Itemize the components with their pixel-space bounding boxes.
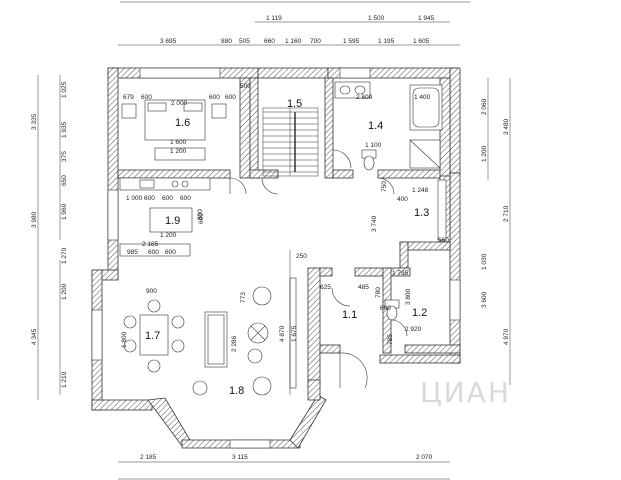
dimension-label: 3 115 <box>232 454 248 461</box>
dimension-label: 1 605 <box>413 38 430 45</box>
dimension-label: 600 <box>198 213 205 224</box>
dimension-label: 600 <box>141 94 152 101</box>
dimension-label: 2 185 <box>140 454 157 461</box>
dimension-label: 1 030 <box>481 253 488 270</box>
dimension-label: 3 335 <box>31 113 38 130</box>
dimension-label: 2 185 <box>142 241 159 248</box>
dimension-label: 375 <box>61 151 68 162</box>
dimension-label: 750 <box>381 181 388 192</box>
dimension-label: 660 <box>264 38 275 45</box>
room-label: 1.6 <box>175 117 190 129</box>
dimension-label: 880 <box>221 38 232 45</box>
dimension-label: 1 200 <box>170 148 187 155</box>
dimension-label: 600 <box>162 195 173 202</box>
furniture <box>119 81 447 396</box>
dimension-label: 780 <box>375 287 382 298</box>
dimension-label: 485 <box>358 284 369 291</box>
room-label: 1.7 <box>145 330 160 342</box>
dimension-label: 785 <box>387 334 394 345</box>
dimension-label: 3 800 <box>405 288 412 305</box>
dimension-label: 900 <box>146 288 157 295</box>
dimension-label: 1 200 <box>61 283 68 300</box>
dimension-label: 1 119 <box>266 15 282 22</box>
dimension-labels-right: 2 060 3 480 1 200 2 710 1 030 3 600 4 97… <box>481 98 510 345</box>
dimension-labels-left: 1 025 3 335 1 935 375 650 1 960 3 980 1 … <box>31 81 68 388</box>
dimension-label: 560 <box>438 237 449 244</box>
dimension-label: 700 <box>310 38 321 45</box>
dimension-label: 1 160 <box>285 38 302 45</box>
room-label: 1.1 <box>342 309 357 321</box>
windows <box>91 67 461 449</box>
dimension-lines <box>37 1 511 480</box>
room-label: 1.3 <box>414 207 429 219</box>
room-label: 1.4 <box>368 120 383 132</box>
dimension-label: 625 <box>320 284 331 291</box>
dimension-label: 600 <box>165 249 176 256</box>
dimension-label: 3 600 <box>481 291 488 308</box>
dimension-label: 600 <box>225 94 236 101</box>
dimension-label: 1 795 <box>392 270 409 277</box>
dimension-label: 4 970 <box>503 328 510 345</box>
dimension-label: 3 480 <box>503 118 510 135</box>
dimension-label: 600 <box>144 195 155 202</box>
dining-table <box>139 314 169 356</box>
walls <box>91 67 461 449</box>
dimension-label: 2 000 <box>171 100 188 107</box>
dimension-label: 600 <box>209 94 220 101</box>
room-labels: 1.6 1.5 1.4 1.3 1.9 1.7 1.8 1.1 1.2 <box>145 98 429 397</box>
doors <box>229 149 408 389</box>
dimension-labels-inner: 679 600 2 000 600 600 500 2 800 1 400 1 … <box>121 83 449 352</box>
dimension-label: 600 <box>380 305 391 312</box>
dimension-label: 3 980 <box>31 211 38 228</box>
dimension-label: 1 195 <box>378 38 395 45</box>
dimension-label: 1 000 <box>126 195 143 202</box>
dimension-label: 650 <box>61 175 68 186</box>
dimension-label: 600 <box>180 195 191 202</box>
dimension-label: 500 <box>240 83 251 90</box>
dimension-label: 1 935 <box>61 121 68 138</box>
dimension-label: 3 695 <box>160 38 177 45</box>
dimension-labels-bottom: 2 185 3 115 2 070 <box>140 454 433 461</box>
dimension-label: 985 <box>127 249 138 256</box>
dimension-label: 250 <box>296 253 307 260</box>
dimension-label: 1 200 <box>160 232 177 239</box>
dimension-label: 2 710 <box>503 205 510 222</box>
dimension-label: 2 060 <box>481 98 488 115</box>
dimension-label: 1 200 <box>481 145 488 162</box>
dimension-labels-top: 1 119 1 500 1 945 3 695 880 505 660 1 16… <box>160 15 435 45</box>
dimension-label: 2 286 <box>231 335 238 352</box>
dimension-label: 679 <box>123 94 134 101</box>
room-label: 1.8 <box>229 385 244 397</box>
dimension-label: 1 500 <box>368 15 385 22</box>
watermark-logo: ЦИАН <box>420 376 511 409</box>
dimension-label: 3 740 <box>371 215 378 232</box>
dimension-label: 2 070 <box>416 454 433 461</box>
dimension-label: 1 270 <box>61 247 68 264</box>
room-label: 1.9 <box>165 215 180 227</box>
dimension-label: 1 945 <box>418 15 435 22</box>
room-label: 1.2 <box>412 307 427 319</box>
dimension-label: 1 025 <box>61 81 68 98</box>
dimension-label: 800 <box>197 209 204 220</box>
dimension-label: 505 <box>239 38 250 45</box>
dimension-label: 1 960 <box>61 203 68 220</box>
dimension-label: 4 345 <box>31 328 38 345</box>
dimension-label: 1 800 <box>121 331 128 348</box>
dimension-label: 2 920 <box>405 326 422 333</box>
dimension-label: 1 400 <box>414 94 431 101</box>
dimension-label: 773 <box>240 292 247 303</box>
dimension-label: 2 800 <box>356 94 373 101</box>
dimension-label: 1 210 <box>61 371 68 388</box>
dimension-label: 1 248 <box>412 187 429 194</box>
staircase <box>262 107 319 177</box>
dimension-label: 1 100 <box>365 142 382 149</box>
room-label: 1.5 <box>287 98 302 110</box>
dimension-label: 4 870 <box>279 325 286 342</box>
dimension-label: 1 600 <box>170 139 187 146</box>
dimension-label: 400 <box>397 196 408 203</box>
dimension-label: 1 595 <box>343 38 360 45</box>
dimension-label: 1 675 <box>291 325 298 342</box>
dimension-label: 600 <box>148 249 159 256</box>
